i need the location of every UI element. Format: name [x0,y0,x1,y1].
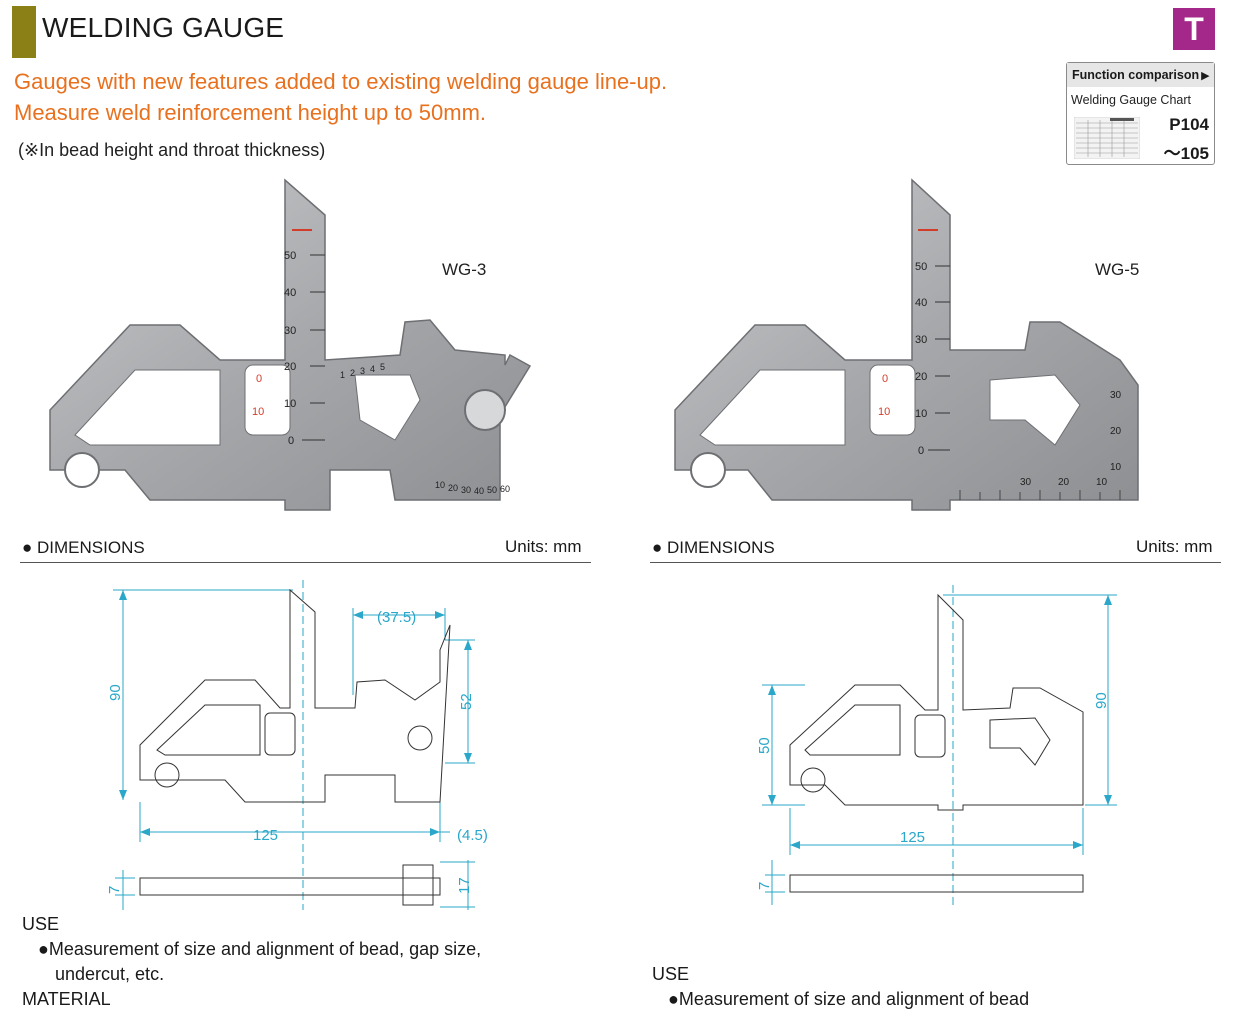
wg3-angle-label: 40 [474,486,484,496]
wg3-angle-label: 60 [500,484,510,494]
wg3-red-scale-label: 0 [256,373,262,385]
wg5-use-heading: USE [652,964,690,984]
page-ref-start: P104 [1169,115,1209,134]
wg5-scale-label: 20 [915,371,927,383]
wg3-angle-label: 30 [461,485,471,495]
wg3-product-photo: 0 10 20 30 40 50 0 10 10 20 30 40 50 60 … [49,178,532,511]
wg3-dim-total-thickness: 17 [456,877,473,894]
note-text: (※In bead height and throat thickness) [18,140,326,160]
wg5-model-label: WG-5 [1095,260,1140,279]
wg5-red-scale-label: 10 [878,406,890,418]
wg5-dim-height2: 50 [756,737,773,754]
wg5-right-label: 10 [1110,462,1122,473]
page-ref-end: ～105 [1163,144,1209,163]
title-accent-bar [12,6,36,58]
wg5-product-photo: 0 10 20 30 40 50 0 10 30 20 10 30 20 10 [674,178,1139,511]
wg3-use-line-2: undercut, etc. [55,964,165,984]
wg3-red-scale-label: 10 [252,406,264,418]
wg5-right-label: 30 [1110,390,1122,401]
wg3-small-label: 5 [380,362,385,372]
wg3-scale-label: 40 [284,287,296,299]
wg5-bottom-label: 30 [1020,477,1032,488]
wg5-right-label: 20 [1110,426,1122,437]
wg3-dim-width: 125 [253,827,278,844]
wg5-scale-label: 40 [915,297,927,309]
wg3-divider [20,562,591,563]
wg3-scale-label: 50 [284,250,296,262]
wg5-dimensions-heading: ● DIMENSIONS [652,538,775,557]
bullet-icon: ● [652,538,663,557]
wg3-use-line-1: ●Measurement of size and alignment of be… [38,939,482,959]
wg5-units: Units: mm [1136,537,1213,556]
wg5-scale-label: 50 [915,261,927,273]
wg3-angle-label: 20 [448,483,458,493]
wg3-use-heading: USE [22,914,60,934]
wg3-units: Units: mm [505,537,582,556]
wg5-divider [650,562,1221,563]
wg5-dim-width: 125 [900,829,925,846]
wg5-dimension-drawing: 50 90 125 7 [756,585,1117,905]
wg3-scale-label: 30 [284,325,296,337]
wg3-dimension-drawing: 90 125 (37.5) 52 (4.5) 7 17 [106,580,488,910]
wg5-red-scale-label: 0 [882,373,888,385]
bullet-icon: ● [22,538,33,557]
wg5-dim-thickness: 7 [756,882,773,890]
wg3-scale-label: 20 [284,361,296,373]
wg3-dim-offset: (37.5) [377,609,416,626]
chart-name: Welding Gauge Chart [1071,93,1191,107]
wg5-bottom-label: 10 [1096,477,1108,488]
wg3-dim-height2: 52 [458,693,475,710]
wg3-small-label: 2 [350,368,355,378]
wg3-small-label: 3 [360,366,365,376]
wg3-scale-label: 0 [288,435,294,447]
wg5-use-line-1: ●Measurement of size and alignment of be… [668,989,1030,1009]
chart-thumbnail-icon [1074,117,1140,159]
wg5-scale-label: 0 [918,445,924,457]
wg3-angle-label: 10 [435,480,445,490]
wg5-dim-height: 90 [1093,692,1110,709]
wg5-bottom-label: 20 [1058,477,1070,488]
function-comparison-box[interactable]: Function comparison▶ Welding Gauge Chart… [1066,62,1215,165]
wg3-dim-extra: (4.5) [457,827,488,844]
play-arrow-icon: ▶ [1201,70,1210,82]
wg3-dim-height: 90 [107,684,124,701]
function-comparison-heading: Function comparison▶ [1067,63,1214,87]
headline-line-1: Gauges with new features added to existi… [14,69,668,94]
wg3-dimensions-heading: ● DIMENSIONS [22,538,145,557]
page-title: WELDING GAUGE [42,12,285,43]
wg3-small-label: 1 [340,370,345,380]
wg5-scale-label: 10 [915,408,927,420]
wg3-scale-label: 10 [284,398,296,410]
category-badge: T [1173,8,1215,50]
wg3-material-heading: MATERIAL [22,989,111,1009]
wg3-small-label: 4 [370,364,375,374]
wg5-scale-label: 30 [915,334,927,346]
headline-line-2: Measure weld reinforcement height up to … [14,100,487,125]
wg3-model-label: WG-3 [442,260,487,279]
wg3-dim-thickness: 7 [106,886,123,894]
wg3-angle-label: 50 [487,485,497,495]
